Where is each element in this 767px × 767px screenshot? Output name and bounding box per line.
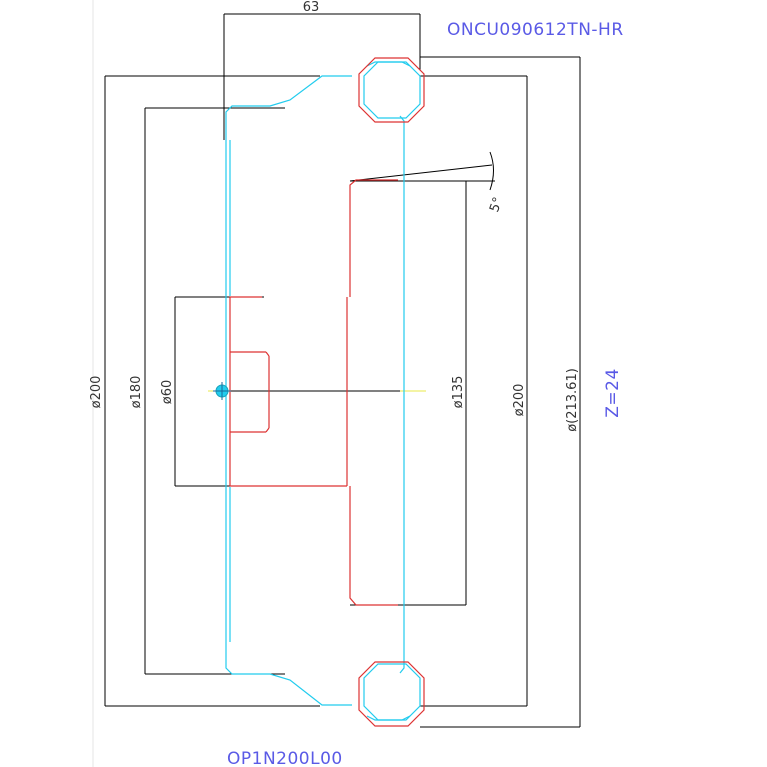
dim-width-63: 63 bbox=[303, 0, 320, 15]
center-mark-icon bbox=[213, 382, 231, 400]
dim-dia-60: ø60 bbox=[160, 380, 175, 405]
insert-designation: ONCU090612TN-HR bbox=[447, 20, 624, 40]
red-profile bbox=[229, 179, 398, 606]
teeth-count: Z=24 bbox=[603, 368, 623, 418]
octagon-insert-icon bbox=[358, 57, 425, 123]
octagon-insert-icon bbox=[358, 661, 425, 727]
dim-dia-180: ø180 bbox=[129, 376, 144, 409]
dimension-lines bbox=[104, 13, 581, 728]
tool-designation: OP1N200L00 bbox=[227, 749, 343, 767]
dim-dia-135: ø135 bbox=[451, 376, 466, 409]
dim-dia-213: ø(213.61) bbox=[565, 368, 580, 432]
dim-dia-200-right: ø200 bbox=[512, 384, 527, 417]
dim-dia-200-left: ø200 bbox=[89, 376, 104, 409]
dim-angle-5: 5° bbox=[487, 195, 506, 214]
